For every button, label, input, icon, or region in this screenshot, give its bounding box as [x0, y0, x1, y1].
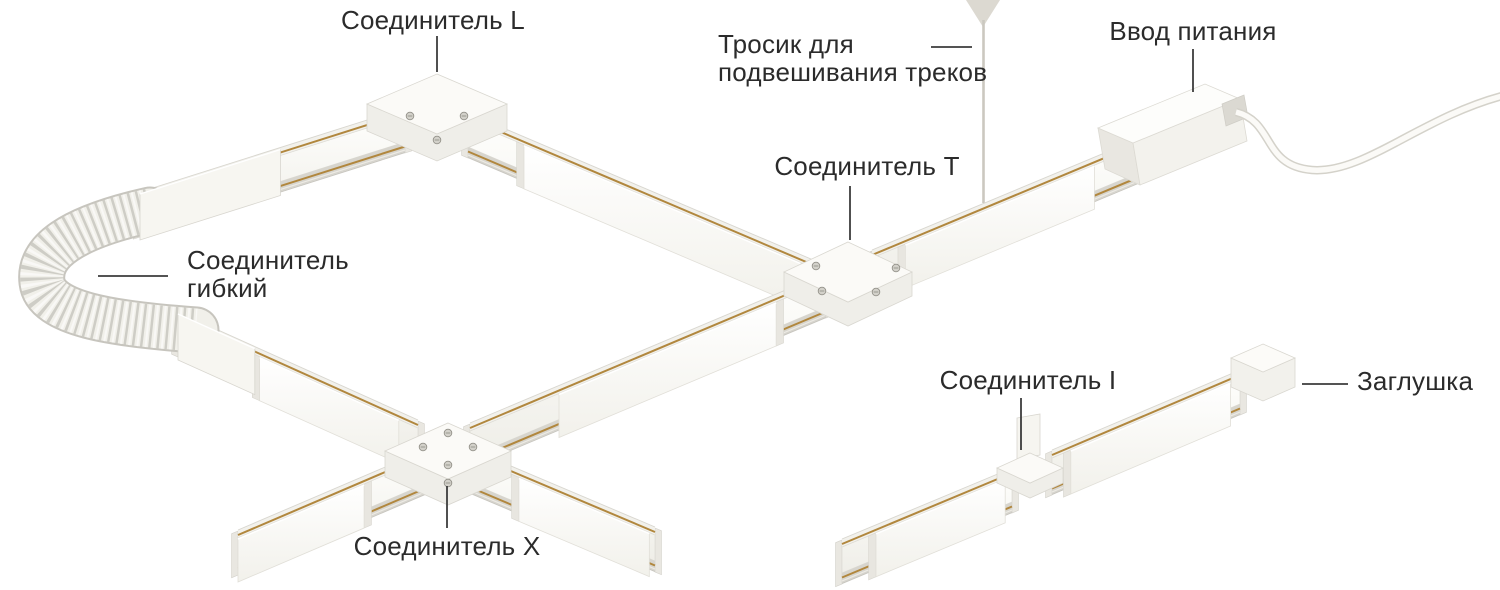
connector-l-label: Соединитель L — [341, 6, 525, 34]
connector-x-label-text: Соединитель X — [353, 531, 541, 561]
track-segment — [231, 444, 439, 583]
connector-t-label-text: Соединитель T — [774, 151, 960, 181]
suspension-cable — [966, 0, 1000, 203]
connector-x-label: Соединитель X — [354, 532, 541, 560]
screw — [459, 111, 469, 121]
connector-t-label: Соединитель T — [774, 152, 959, 180]
connector-i-label: Соединитель I — [940, 366, 1117, 394]
connector-i — [1016, 413, 1041, 460]
connector-t — [783, 241, 913, 327]
track-segment — [461, 110, 825, 311]
suspension-cable-label-line2: подвешивания треков — [718, 57, 988, 87]
connector-l-label-text: Соединитель L — [341, 5, 525, 35]
screw — [891, 263, 901, 273]
track-segment — [463, 270, 833, 472]
flexible-connector-label-line2: гибкий — [187, 273, 268, 303]
connector-i-plate — [996, 452, 1064, 499]
track-segment — [1045, 367, 1247, 499]
connector-l — [365, 73, 509, 162]
suspension-cable-label-line1: Тросик для — [718, 29, 854, 59]
screw — [405, 111, 415, 121]
screw — [468, 442, 478, 452]
end-cap — [1230, 343, 1296, 402]
screw — [418, 442, 428, 452]
screw — [443, 428, 453, 438]
screw — [817, 286, 827, 296]
end-cap-label-text: Заглушка — [1357, 366, 1474, 396]
flexible-connector-hose — [18, 186, 220, 354]
screw — [811, 261, 821, 271]
screw — [432, 135, 442, 145]
screw — [443, 478, 453, 488]
power-cord — [1234, 92, 1500, 175]
flexible-connector-label: Соединитель гибкий — [187, 246, 349, 302]
power-input-label: Ввод питания — [1109, 17, 1276, 45]
power-input-box — [1096, 83, 1249, 186]
track-segment — [835, 465, 1019, 588]
flexible-connector-label-line1: Соединитель — [187, 245, 349, 275]
connector-i-label-text: Соединитель I — [939, 365, 1117, 395]
screw — [871, 287, 881, 297]
suspension-cable-label: Тросик для подвешивания треков — [718, 30, 987, 86]
track-segment — [459, 444, 662, 578]
connector-x — [384, 422, 512, 506]
flexible-connector-adapter — [139, 148, 281, 396]
end-cap-label: Заглушка — [1357, 367, 1473, 395]
power-input-label-text: Ввод питания — [1109, 16, 1277, 46]
screw — [443, 460, 453, 470]
